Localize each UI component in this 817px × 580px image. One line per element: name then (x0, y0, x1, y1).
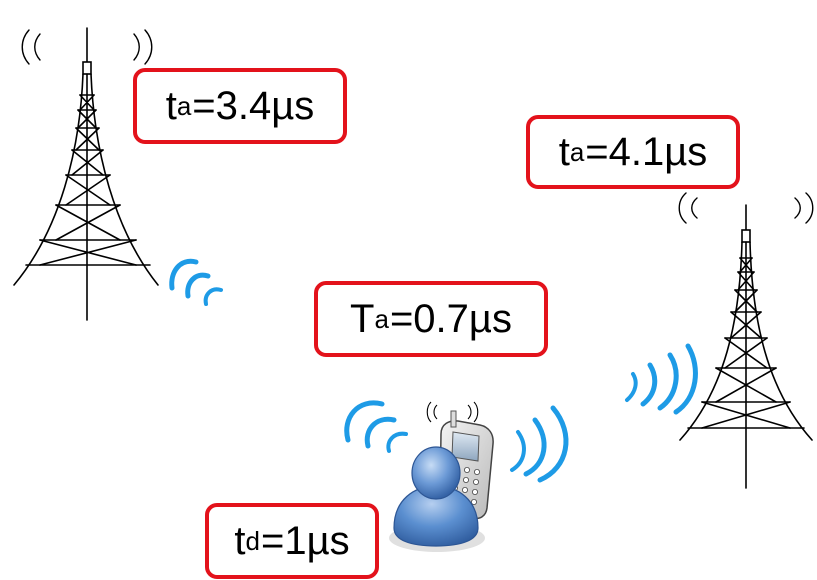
label-symbol: t (558, 129, 570, 174)
signal-wave-icon (169, 258, 698, 483)
antenna-wave-icon (426, 401, 479, 423)
cell-tower-icon (13, 27, 159, 321)
label-symbol: t (234, 518, 246, 563)
label-value: =3.4µs (192, 83, 315, 128)
label-symbol: t (165, 83, 177, 128)
cell-tower-icon (678, 192, 814, 489)
user-icon (389, 446, 485, 552)
label-value: =1µs (260, 518, 350, 563)
label-symbol: T (350, 296, 375, 341)
label-value: =0.7µs (389, 296, 512, 341)
antenna-wave-icon (21, 29, 153, 65)
label-value: =4.1µs (585, 129, 708, 174)
antenna-wave-icon (678, 192, 814, 224)
